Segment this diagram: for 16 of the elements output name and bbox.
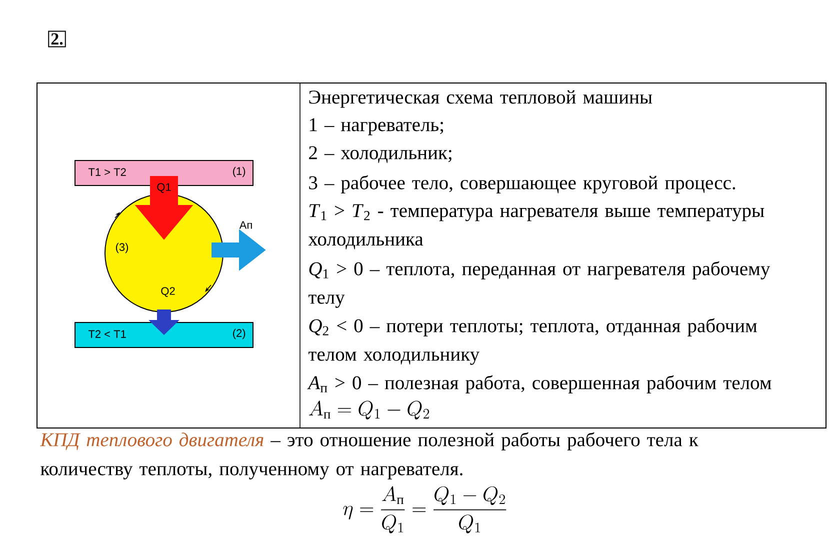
edge-label: Q1 [157, 183, 171, 193]
text-line: 2 – холодильник; [309, 146, 452, 163]
edge-label: Ап [239, 221, 252, 229]
edge-label: Q2 [161, 287, 175, 297]
text-line: A$_{п}$ > 0 – полезная работа, совершенная рабочим телом [307, 375, 772, 394]
number-box: 2. [48, 30, 66, 48]
text-line: Q$_{2}$ < 0 – потери теплоты; теплота, отданная рабочим телом холодильнику [308, 318, 757, 365]
definition-text: КПД теплового двигателя – это отношение полезной работы рабочего тела к количеству теплоты, полученному от нагревателя. [40, 432, 698, 480]
text-line: T$_{1}$ > T$_{2}$ - температура нагревателя выше температуры холодильника [308, 204, 764, 250]
formula: $A_{\text{п}} = Q_1 - Q_2$ [308, 400, 430, 420]
text-line: Энергетическая схема тепловой машины [309, 90, 652, 108]
cooler-bar: T2 < T1 (2) [74, 322, 254, 348]
text-line: Q$_{1}$ > 0 – теплота, переданная от нагревателя рабочему телу [308, 261, 770, 308]
formula: $\eta = \frac{A_{\text{п}}}{Q_1} = \frac{Q_1 - Q_2}{Q_1}$ [343, 486, 506, 534]
text-line: 1 – нагреватель; [310, 118, 444, 136]
text-line: 3 – рабочее тело, совершающее круговой процесс. [309, 175, 736, 194]
